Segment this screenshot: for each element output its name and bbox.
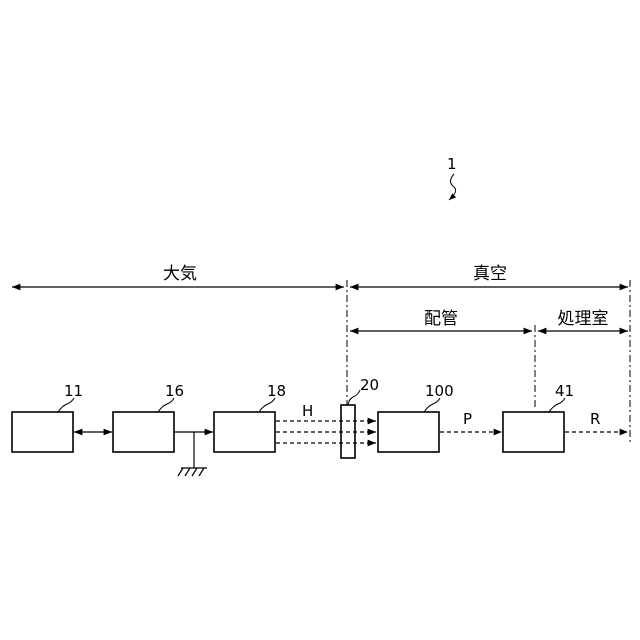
vacuum-label: 真空	[473, 264, 507, 284]
atmosphere-label: 大気	[163, 264, 197, 284]
block-20-label: 20	[360, 376, 379, 394]
chamber-label: 処理室	[558, 309, 609, 329]
block-11	[12, 412, 73, 452]
block-20-leader	[348, 390, 360, 405]
figure-ref-number: 1	[447, 155, 457, 173]
block-18-leader	[259, 398, 275, 412]
block-100-label: 100	[425, 382, 454, 400]
block-18-label: 18	[267, 382, 286, 400]
block-16-leader	[158, 398, 174, 412]
figure-ref-leader	[449, 174, 456, 200]
block-11-leader	[58, 398, 74, 412]
block-11-label: 11	[64, 382, 83, 400]
block-18	[214, 412, 275, 452]
block-100	[378, 412, 439, 452]
block-16-label: 16	[165, 382, 184, 400]
block-41-label: 41	[555, 382, 574, 400]
ground-icon	[178, 468, 204, 476]
ground-wire	[181, 432, 207, 468]
signal-p-label: P	[463, 410, 472, 428]
block-100-leader	[424, 398, 440, 412]
block-16	[113, 412, 174, 452]
signal-r-label: R	[590, 410, 600, 428]
piping-label: 配管	[424, 309, 458, 329]
block-41	[503, 412, 564, 452]
block-41-leader	[549, 398, 565, 412]
signal-h-label: H	[302, 402, 313, 420]
